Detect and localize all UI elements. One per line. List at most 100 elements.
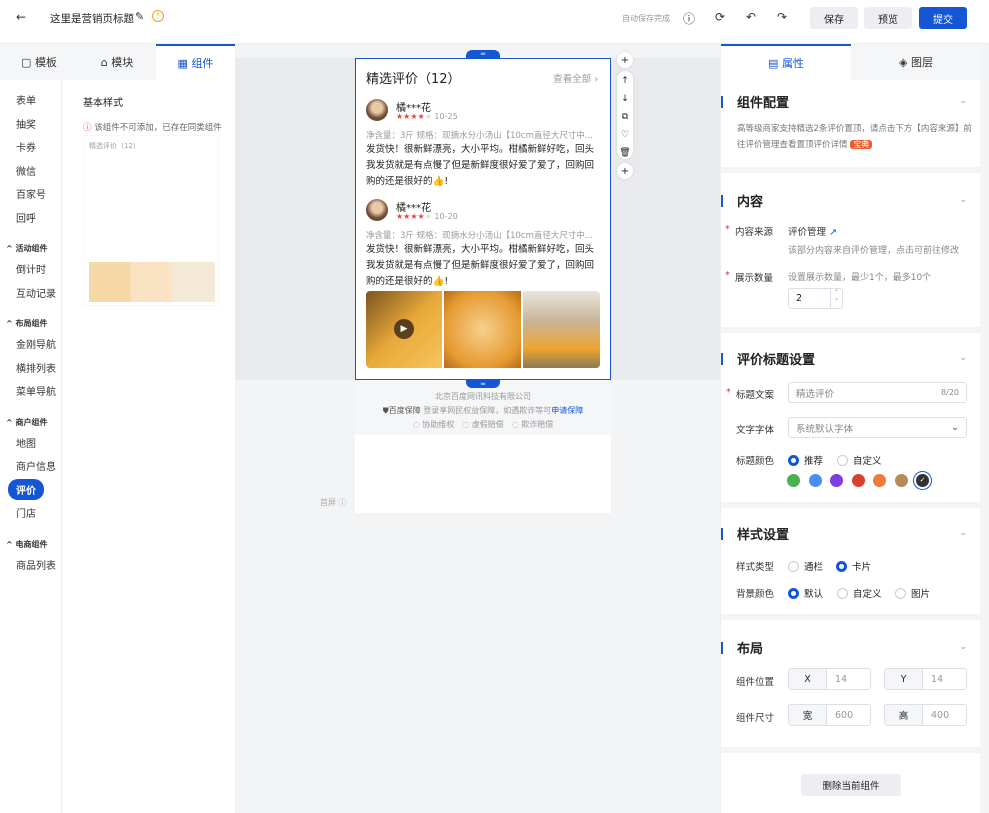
add-below-icon[interactable]: +: [617, 163, 633, 179]
tab-layers[interactable]: ◈ 图层: [851, 44, 981, 80]
color-swatch[interactable]: [894, 474, 908, 487]
redo-icon[interactable]: ↷: [777, 10, 788, 24]
review-photo-video[interactable]: ▶: [366, 291, 442, 368]
view-all-link[interactable]: 查看全部 ›: [553, 74, 598, 85]
component-preview-thumbnail[interactable]: 精选评价（12）: [83, 135, 219, 306]
category-item[interactable]: 抽奖: [16, 119, 36, 131]
chevron-down-icon[interactable]: ⌄: [959, 96, 967, 106]
thumb-images: [89, 262, 215, 302]
delete-component-button[interactable]: 删除当前组件: [801, 774, 901, 796]
chevron-down-icon[interactable]: ⌄: [959, 642, 967, 652]
category-item[interactable]: 卡券: [16, 143, 36, 154]
save-button[interactable]: 保存: [810, 7, 858, 29]
category-item[interactable]: 商户信息: [16, 462, 56, 473]
delete-icon[interactable]: 🗑: [619, 148, 631, 158]
category-group[interactable]: ^ 活动组件: [6, 244, 48, 253]
category-item[interactable]: 回呼: [16, 213, 36, 225]
category-item[interactable]: 互动记录: [16, 288, 56, 300]
radio-full-width[interactable]: 通栏: [788, 559, 823, 573]
tab-templates[interactable]: ▢ 模板: [0, 44, 78, 80]
radio-default[interactable]: 默认: [788, 586, 823, 600]
category-item[interactable]: 评价: [8, 478, 44, 500]
font-select[interactable]: 系统默认字体⌄: [788, 417, 967, 438]
category-group[interactable]: ^ 布局组件: [6, 319, 48, 328]
review-photo[interactable]: [444, 291, 521, 368]
color-swatch[interactable]: [851, 474, 865, 487]
color-swatch[interactable]: [808, 474, 822, 487]
review-item: 橘***花 ★★★★★ 10-25 净含量：3斤 规格：现摘水分小汤山【10cm…: [366, 99, 602, 194]
edit-pencil-icon[interactable]: ✎: [135, 10, 145, 23]
count-stepper[interactable]: 2˄˅: [788, 288, 843, 309]
content-source-label: 内容来源: [725, 224, 773, 238]
handbook-badge[interactable]: 宝典: [850, 140, 873, 149]
section-title: 组件配置: [737, 96, 790, 111]
chevron-down-icon[interactable]: ⌄: [959, 528, 967, 538]
preview-button[interactable]: 预览: [864, 7, 912, 29]
copy-icon[interactable]: ⧉: [621, 112, 629, 122]
radio-custom-bg[interactable]: 自定义: [837, 586, 882, 600]
category-item[interactable]: 商品列表: [16, 560, 56, 572]
alert-icon: ⓘ: [83, 123, 95, 133]
guarantee-label: 百度保障: [388, 406, 421, 415]
radio-recommended[interactable]: 推荐: [788, 453, 823, 467]
category-item[interactable]: 横排列表: [16, 363, 56, 375]
add-above-icon[interactable]: +: [617, 52, 633, 68]
company-name: 北京百度网讯科技有限公司: [435, 392, 531, 401]
drag-handle-bottom[interactable]: ═: [466, 380, 500, 388]
undo-icon[interactable]: ↶: [746, 10, 757, 24]
category-item[interactable]: 地图: [16, 438, 36, 450]
move-down-icon[interactable]: ↓: [621, 94, 629, 104]
tab-components[interactable]: ▦ 组件: [156, 44, 235, 80]
favorite-icon[interactable]: ♡: [620, 130, 630, 140]
shield-icon: ⛊: [382, 406, 389, 415]
sync-icon[interactable]: ⟳: [715, 10, 726, 24]
stepper-arrows-icon[interactable]: ˄˅: [830, 289, 842, 308]
category-item[interactable]: 门店: [16, 509, 36, 520]
tab-properties[interactable]: ▤ 属性: [721, 44, 851, 80]
category-item[interactable]: 金刚导航: [16, 340, 56, 351]
move-up-icon[interactable]: ↑: [621, 76, 629, 86]
apply-guarantee-link[interactable]: 申请保障: [551, 406, 584, 415]
group-label: 电商组件: [15, 539, 48, 549]
chevron-down-icon[interactable]: ⌄: [959, 353, 967, 363]
first-screen-marker: 首屏 ⓘ: [320, 498, 347, 507]
radio-circle: [836, 560, 847, 572]
page-title: 这里是营销页标题: [50, 13, 134, 25]
category-item[interactable]: 百家号: [16, 190, 46, 201]
category-item[interactable]: 表单: [16, 96, 36, 107]
content-source-link[interactable]: 评价管理 ↗: [788, 224, 837, 238]
category-group[interactable]: ^ 商户组件: [6, 417, 48, 427]
chevron-down-icon[interactable]: ⌄: [959, 195, 967, 205]
radio-label: 默认: [804, 589, 824, 600]
category-group[interactable]: ^ 电商组件: [6, 539, 48, 549]
drag-handle-top[interactable]: ═: [466, 50, 500, 59]
radio-card[interactable]: 卡片: [836, 559, 871, 573]
section-config: 组件配置 ⌄ 高等级商家支持精选2条评价置顶，请点击下方【内容来源】前往评价管理…: [721, 80, 981, 173]
section-title: 布局: [737, 642, 764, 657]
play-icon[interactable]: ▶: [394, 319, 414, 339]
source-value: 评价管理: [788, 227, 827, 238]
back-arrow-icon[interactable]: ←: [16, 10, 27, 24]
category-item[interactable]: 菜单导航: [16, 387, 56, 398]
review-photo[interactable]: [523, 291, 600, 368]
submit-button[interactable]: 提交: [919, 7, 967, 29]
radio-image-bg[interactable]: 图片: [895, 586, 930, 600]
thumb-title: 精选评价（12）: [89, 142, 140, 150]
color-swatch[interactable]: ✓: [916, 474, 929, 487]
category-item[interactable]: 倒计时: [16, 265, 46, 276]
tab-modules[interactable]: ⌂ 模块: [78, 44, 156, 80]
color-swatch[interactable]: [787, 474, 800, 487]
radio-custom[interactable]: 自定义: [837, 453, 882, 467]
help-icon[interactable]: ⓘ: [683, 12, 696, 26]
review-component[interactable]: 精选评价（12） 查看全部 › 橘***花 ★★★★★ 10-25 净含量：3斤…: [355, 58, 611, 380]
color-swatch[interactable]: [873, 474, 886, 487]
category-item[interactable]: 微信: [16, 166, 36, 178]
radio-label: 图片: [911, 589, 931, 600]
color-swatch[interactable]: [830, 474, 843, 487]
y-label: Y: [885, 669, 923, 689]
